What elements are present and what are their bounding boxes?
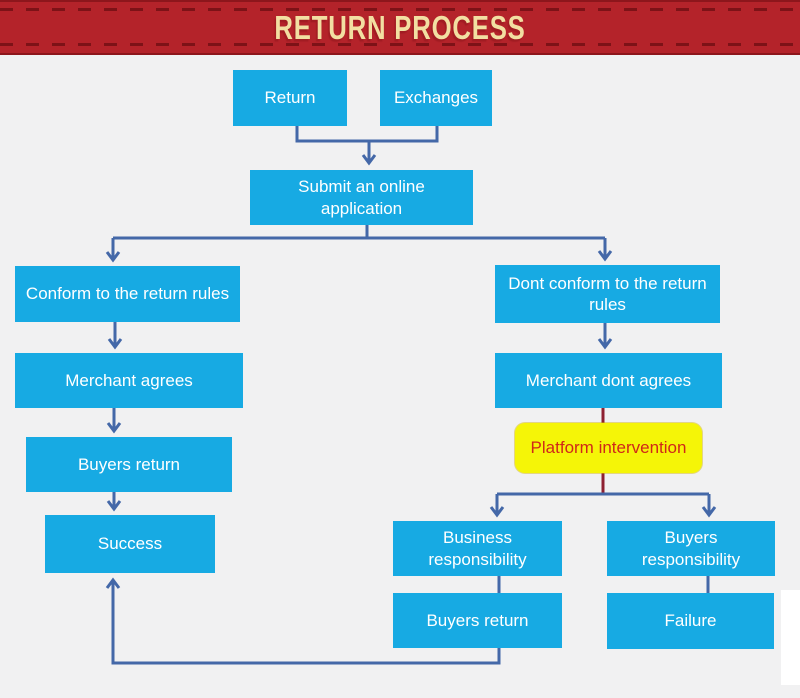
header-banner: RETURN PROCESS: [0, 0, 800, 55]
node-submit-application: Submit an online application: [250, 170, 473, 225]
node-success: Success: [45, 515, 215, 573]
node-merchant-dont-agrees: Merchant dont agrees: [495, 353, 722, 408]
node-buyers-return-left: Buyers return: [26, 437, 232, 492]
page-title: RETURN PROCESS: [274, 8, 526, 46]
node-return: Return: [233, 70, 347, 126]
connector-return-exchanges-merge: [295, 126, 439, 143]
node-failure: Failure: [607, 593, 774, 649]
node-merchant-agrees: Merchant agrees: [15, 353, 243, 408]
node-dont-conform-rules: Dont conform to the return rules: [495, 265, 720, 323]
stitch-line-bottom: [0, 43, 800, 46]
node-exchanges: Exchanges: [380, 70, 492, 126]
node-buyers-return-right: Buyers return: [393, 593, 562, 648]
white-patch: [781, 590, 800, 685]
stitch-line-top: [0, 8, 800, 11]
node-platform-intervention: Platform intervention: [515, 423, 702, 473]
node-conform-rules: Conform to the return rules: [15, 266, 240, 322]
node-business-responsibility: Business responsibility: [393, 521, 562, 576]
node-buyers-responsibility: Buyers responsibility: [607, 521, 775, 576]
